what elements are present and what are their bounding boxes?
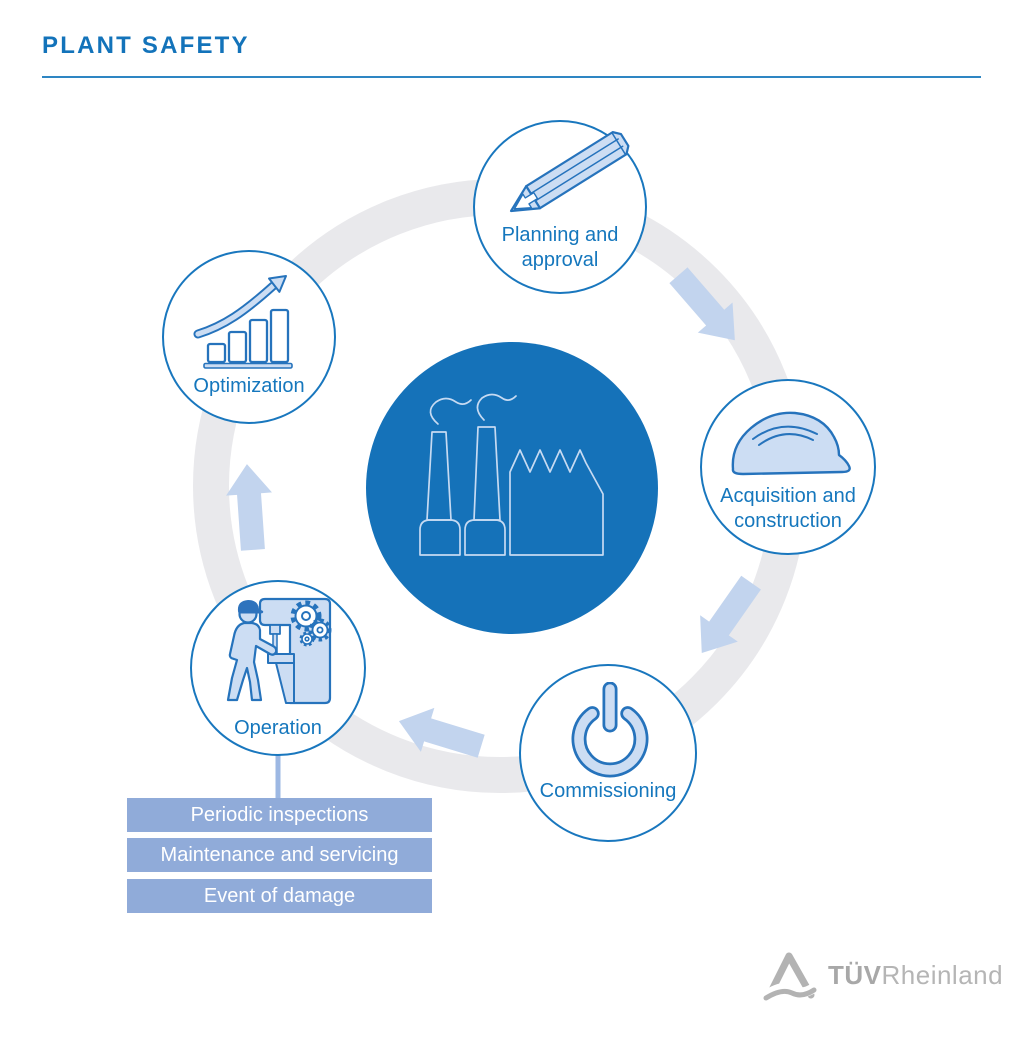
node-label-planning: Planning and approval [501,224,619,271]
brand-name-bold: TÜV [828,959,882,990]
node-label-acquisition: Acquisition and construction [720,485,856,532]
power-icon [571,682,649,778]
arrow-acquisition-to-commissioning [700,575,761,654]
node-label-operation: Operation [234,717,322,739]
node-operation: Operation [190,580,366,756]
node-label-optimization: Optimization [193,375,305,397]
hard-hat-icon [731,411,851,476]
title-underline [42,76,981,78]
worker [226,600,278,702]
chimney-left [426,431,452,521]
growth-arrow [193,275,287,339]
machine-pedestal [275,662,295,704]
worker-body [226,621,278,702]
drill-head [269,624,281,635]
node-planning: Planning and approval [473,120,647,294]
arrow-commissioning-to-operation [398,707,485,758]
node-commissioning: Commissioning [519,664,697,842]
factory-icon [419,393,604,556]
operation-details-connector [275,750,281,802]
chimney-left-base [419,519,461,556]
node-optimization: Optimization [162,250,336,424]
detail-bar-maintenance: Maintenance and servicing [127,838,432,872]
detail-bar-event-of-damage: Event of damage [127,879,432,913]
factory-hall [509,449,604,556]
worker-helmet [237,600,264,614]
page-title: PLANT SAFETY [42,32,250,59]
brand-name-regular: Rheinland [881,959,1004,990]
brand-triangle-icon [762,952,818,1001]
smoke-right [476,393,517,421]
node-label-commissioning: Commissioning [539,780,677,802]
smoke-left [429,397,472,425]
chimney-right-base [464,519,506,556]
detail-bar-periodic-inspections: Periodic inspections [127,798,432,832]
worker-machine-icon [226,597,332,705]
center-circle [366,342,658,634]
growth-chart-icon [193,275,293,369]
node-acquisition: Acquisition and construction [700,379,876,555]
arrow-operation-to-optimization [226,464,272,551]
arrow-planning-to-acquisition [669,267,735,341]
gears [290,600,332,647]
chimney-right [473,426,501,521]
pencil-icon [509,131,630,213]
chart-baseline [203,362,293,369]
cycle-arrows [226,267,761,758]
